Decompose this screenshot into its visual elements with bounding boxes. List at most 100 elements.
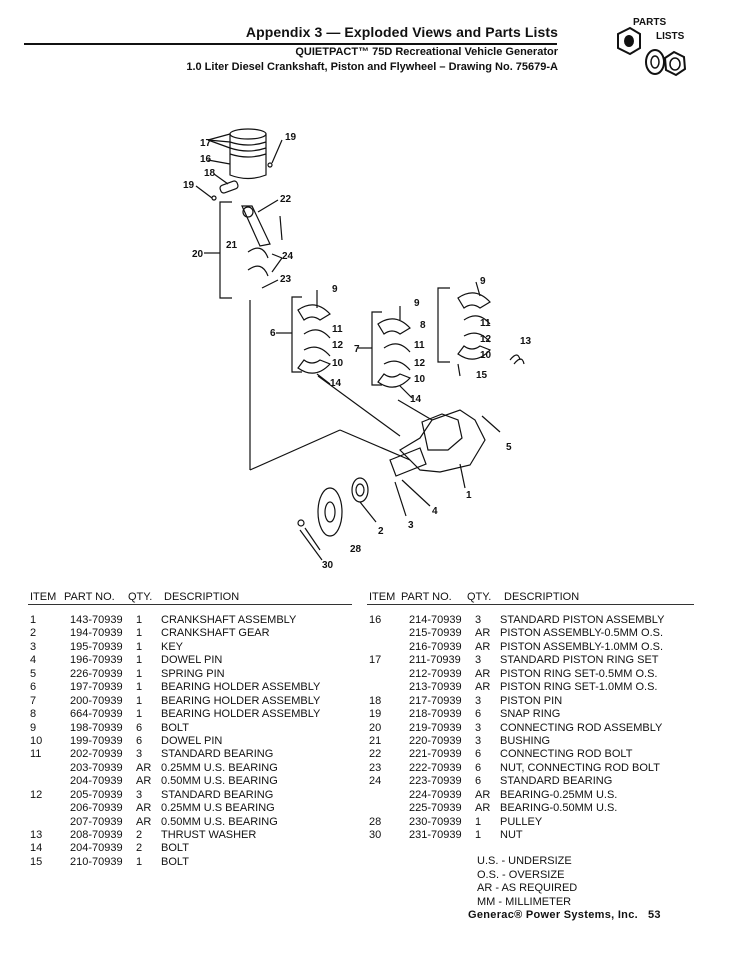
callout-12a: 12 bbox=[332, 340, 344, 351]
page-number: 53 bbox=[647, 909, 661, 921]
callout-30: 30 bbox=[322, 560, 334, 571]
right-table-header: ITEM PART NO. QTY. DESCRIPTION bbox=[369, 591, 694, 605]
callout-12b: 12 bbox=[414, 358, 426, 369]
col-item-header: ITEM bbox=[30, 591, 57, 603]
qty-cell: 6 bbox=[475, 761, 482, 774]
item-cell: 14 bbox=[30, 842, 43, 855]
item-cell: 16 bbox=[369, 614, 382, 626]
part-cell: 213-70939 bbox=[409, 681, 462, 694]
left-table-rule bbox=[28, 604, 352, 605]
callout-24: 24 bbox=[282, 251, 294, 262]
qty-cell: 1 bbox=[136, 627, 143, 640]
col-qty-header: QTY. bbox=[467, 591, 492, 603]
qty-cell: 1 bbox=[475, 829, 482, 841]
part-cell: 212-70939 bbox=[409, 667, 462, 680]
desc-cell: 0.50MM U.S. BEARING bbox=[161, 775, 278, 788]
qty-cell: 3 bbox=[136, 748, 143, 761]
part-cell: 664-70939 bbox=[70, 708, 123, 721]
part-cell: 196-70939 bbox=[70, 654, 123, 667]
qty-cell: 1 bbox=[475, 815, 482, 828]
qty-cell: AR bbox=[136, 761, 152, 774]
qty-cell: AR bbox=[475, 627, 491, 640]
part-cell: 206-70939 bbox=[70, 802, 123, 815]
callout-17: 17 bbox=[200, 138, 212, 149]
desc-cell: STANDARD PISTON ASSEMBLY bbox=[500, 614, 665, 626]
page-subtitle-drawing: 1.0 Liter Diesel Crankshaft, Piston and … bbox=[186, 61, 558, 73]
col-desc-header: DESCRIPTION bbox=[504, 591, 580, 603]
nut-washer-icon bbox=[617, 26, 687, 77]
desc-cell: PISTON ASSEMBLY-1.0MM O.S. bbox=[500, 640, 664, 653]
desc-cell: PISTON ASSEMBLY-0.5MM O.S. bbox=[500, 627, 664, 640]
qty-cell: AR bbox=[136, 802, 152, 815]
qty-cell: 6 bbox=[475, 748, 482, 761]
page-subtitle-product: QUIETPACT™ 75D Recreational Vehicle Gene… bbox=[295, 46, 558, 58]
callout-3: 3 bbox=[408, 520, 414, 531]
desc-cell: BUSHING bbox=[500, 734, 551, 747]
qty-cell: 1 bbox=[136, 855, 143, 868]
desc-cell: 0.25MM U.S. BEARING bbox=[161, 761, 278, 774]
part-cell: 199-70939 bbox=[70, 734, 123, 747]
callout-12c: 12 bbox=[480, 334, 492, 345]
qty-cell: 1 bbox=[136, 708, 143, 721]
part-cell: 207-70939 bbox=[70, 815, 123, 828]
part-cell: 231-70939 bbox=[409, 829, 462, 841]
qty-cell: 2 bbox=[136, 829, 143, 841]
col-qty-header: QTY. bbox=[128, 591, 153, 603]
callout-14a: 14 bbox=[330, 378, 342, 389]
desc-cell: CONNECTING ROD BOLT bbox=[500, 748, 633, 761]
qty-cell: 1 bbox=[136, 694, 143, 707]
desc-cell: PULLEY bbox=[500, 815, 543, 828]
callout-7: 7 bbox=[354, 344, 360, 355]
item-cell: 4 bbox=[30, 654, 37, 667]
logo-text-parts: PARTS bbox=[633, 17, 667, 28]
desc-cell: STANDARD BEARING bbox=[161, 748, 274, 761]
part-cell: 224-70939 bbox=[409, 788, 462, 801]
item-cell: 10 bbox=[30, 734, 43, 747]
desc-cell: STANDARD BEARING bbox=[500, 775, 613, 788]
qty-cell: 6 bbox=[475, 708, 482, 721]
desc-cell: BEARING-0.50MM U.S. bbox=[500, 802, 618, 815]
qty-cell: 6 bbox=[136, 734, 143, 747]
callout-23: 23 bbox=[280, 274, 292, 285]
item-cell: 23 bbox=[369, 761, 382, 774]
item-cell: 1 bbox=[30, 614, 37, 626]
part-cell: 198-70939 bbox=[70, 721, 123, 734]
desc-cell: SPRING PIN bbox=[161, 667, 225, 680]
qty-cell: 6 bbox=[475, 775, 482, 788]
callout-21: 21 bbox=[226, 240, 238, 251]
item-cell: 19 bbox=[369, 708, 382, 721]
item-cell: 30 bbox=[369, 829, 382, 841]
crankshaft-piston-drawing: 17 19 16 18 19 22 20 21 24 23 9 6 11 12 … bbox=[183, 128, 532, 571]
qty-cell: 3 bbox=[475, 734, 482, 747]
callout-6: 6 bbox=[270, 328, 276, 339]
callout-16: 16 bbox=[200, 154, 212, 165]
item-cell: 12 bbox=[30, 788, 43, 801]
desc-cell: BOLT bbox=[161, 721, 189, 734]
callout-28: 28 bbox=[350, 544, 362, 555]
part-cell: 204-70939 bbox=[70, 842, 123, 855]
part-cell: 223-70939 bbox=[409, 775, 462, 788]
part-cell: 219-70939 bbox=[409, 721, 462, 734]
part-cell: 215-70939 bbox=[409, 627, 462, 640]
part-cell: 194-70939 bbox=[70, 627, 123, 640]
part-cell: 195-70939 bbox=[70, 640, 123, 653]
part-cell: 218-70939 bbox=[409, 708, 462, 721]
